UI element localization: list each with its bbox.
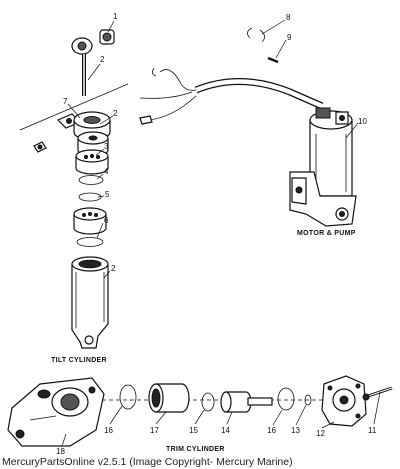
part-10-motor-pump xyxy=(289,107,357,227)
callout-2-tube: 2 xyxy=(111,264,116,273)
part-3-piston xyxy=(75,149,109,175)
callout-13: 13 xyxy=(291,426,300,435)
callout-15: 15 xyxy=(189,426,198,435)
callout-11: 11 xyxy=(368,426,377,435)
part-16-o-ring-right xyxy=(277,387,295,411)
callout-6: 6 xyxy=(104,216,109,225)
part-2-tilt-cylinder-tube xyxy=(71,256,109,349)
callout-4: 4 xyxy=(104,167,109,176)
callout-17: 17 xyxy=(150,426,159,435)
callout-10: 10 xyxy=(358,117,367,126)
callout-3: 3 xyxy=(104,142,109,151)
part-4-o-ring xyxy=(78,175,104,185)
part-15-o-ring xyxy=(201,392,215,412)
part-17-trim-cylinder-tube xyxy=(148,383,190,413)
part-7-mounting-plate xyxy=(19,83,129,153)
caption-motor-pump: MOTOR & PUMP xyxy=(297,230,356,237)
callout-18: 18 xyxy=(56,447,65,456)
part-5-o-ring xyxy=(78,192,102,202)
callout-9: 9 xyxy=(287,33,292,42)
part-8-clip xyxy=(247,27,265,43)
callout-16-right: 16 xyxy=(267,426,276,435)
callout-8: 8 xyxy=(286,13,291,22)
leader-lines xyxy=(61,19,381,447)
callout-16-left: 16 xyxy=(104,426,113,435)
callout-14: 14 xyxy=(221,426,230,435)
part-16-o-ring-left xyxy=(119,384,137,410)
part-9-screw xyxy=(267,56,279,64)
motor-wire-harness xyxy=(139,67,324,125)
caption-tilt-cylinder: TILT CYLINDER xyxy=(51,357,107,364)
copyright-footer: MercuryPartsOnline v2.5.1 (Image Copyrig… xyxy=(2,456,293,468)
part-12-end-cap xyxy=(321,375,367,427)
part-18-trim-bracket xyxy=(7,377,105,447)
caption-trim-cylinder: TRIM CYLINDER xyxy=(166,446,225,453)
callout-12: 12 xyxy=(316,429,325,438)
callout-2-cap: 2 xyxy=(113,109,118,118)
part-14-trim-piston-rod xyxy=(220,391,273,413)
part-6-piston-assembly xyxy=(73,207,107,247)
callout-5: 5 xyxy=(105,190,110,199)
part-1-bushings xyxy=(71,29,115,55)
part-11-bolt xyxy=(362,386,393,401)
callout-2-rod: 2 xyxy=(100,55,105,64)
part-13-ring xyxy=(304,394,312,406)
callout-7: 7 xyxy=(63,97,68,106)
callout-1: 1 xyxy=(113,12,118,21)
